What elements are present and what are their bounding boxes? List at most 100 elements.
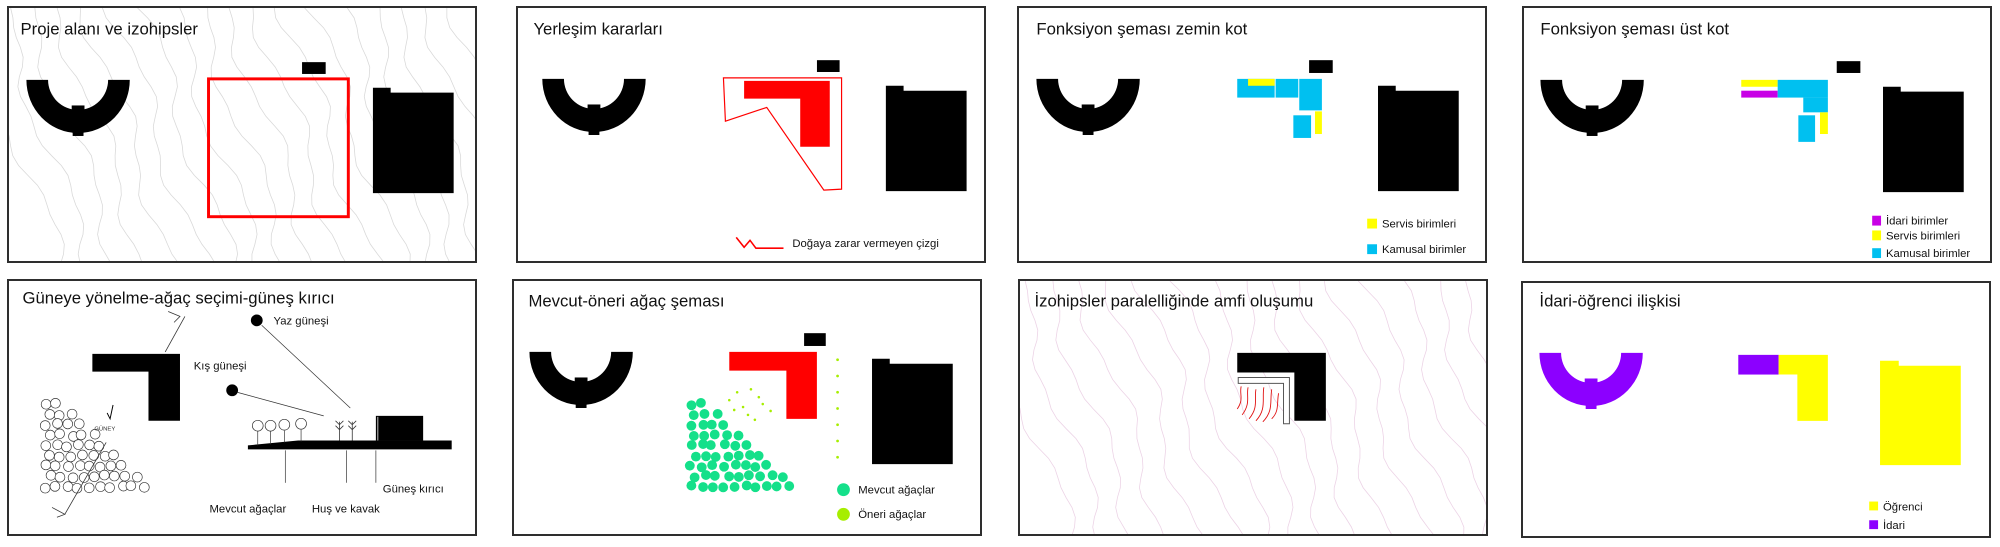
legend-label: Doğaya zarar vermeyen çizgi: [792, 238, 939, 250]
tree-mark: [44, 429, 56, 441]
proposed-tree-dot: [732, 408, 736, 412]
proposed-tree-dot: [753, 418, 757, 422]
tree-mark: [709, 470, 720, 481]
existing-block: [1378, 85, 1459, 192]
panel-admin-student: İdari-öğrenci ilişkisi Öğrenci İdari: [1521, 281, 1991, 538]
tree-mark: [761, 459, 772, 470]
panel-south-orientation: Güneye yönelme-ağaç seçimi-güneş kırıcı …: [7, 279, 477, 536]
tree-mark: [722, 430, 733, 441]
tree-mark: [696, 397, 706, 408]
tree-mark: [39, 420, 51, 431]
amphi-building: [542, 78, 646, 135]
diagram-project-area: Proje alanı ve izohipsler: [9, 8, 475, 261]
proposed-tree-dot: [836, 407, 839, 410]
tree-mark: [755, 471, 766, 482]
diagram-settlement: Yerleşim kararları Doğaya zarar vermeyen…: [533, 20, 967, 250]
legend-swatch-admin: [1869, 520, 1879, 530]
tree-mark: [718, 420, 729, 430]
tree-mark: [73, 439, 84, 450]
tree-mark: [710, 451, 721, 462]
tree-mark: [699, 408, 710, 419]
nature-friendly-line: [722, 77, 843, 191]
tree-mark: [686, 420, 697, 431]
diagram-amphi: İzohipsler paralelliğinde amfi oluşumu: [1020, 281, 1486, 534]
tree-mark: [115, 460, 127, 471]
tree-mark: [67, 472, 79, 484]
arrow-tick: [168, 311, 181, 323]
tree-mark: [53, 451, 65, 463]
small-building: [1836, 61, 1861, 73]
amphi-building: [1540, 79, 1644, 136]
contour-line: [207, 8, 280, 261]
legend-swatch-service: [1367, 218, 1378, 229]
tree-mark: [709, 429, 720, 440]
contour-line: [1020, 407, 1076, 534]
tree-mark: [745, 450, 755, 460]
admin-block: [1738, 354, 1779, 375]
contour-line: [1465, 281, 1486, 364]
tree-mark: [84, 439, 95, 451]
proposed-trees: [728, 358, 839, 459]
amphi-building: [1036, 78, 1140, 135]
contour-line: [1104, 281, 1203, 534]
proposed-tree-dot: [836, 390, 839, 394]
legend-swatch-student: [1869, 501, 1879, 511]
legend-label: Servis birimleri: [1886, 230, 1960, 242]
panel-function-upper: Fonksiyon şeması üst kot İdari birimler …: [1522, 6, 1992, 263]
tree-mark: [89, 428, 101, 440]
tree-mark: [52, 418, 63, 429]
tree-mark: [688, 431, 699, 441]
contour-line: [1024, 281, 1099, 534]
contour-line: [1246, 281, 1320, 534]
tree-mark: [63, 461, 74, 472]
tree-mark: [99, 469, 110, 481]
legend-swatch-public: [1872, 248, 1882, 259]
amphi-building-admin: [1539, 352, 1643, 410]
contour-line: [1323, 281, 1434, 534]
contour-lines: [1020, 281, 1486, 534]
tree-mark: [75, 460, 86, 471]
tree-mark: [39, 482, 51, 494]
tree-mark: [730, 440, 741, 451]
ground-section: [247, 440, 452, 450]
existing-trees-cluster: [684, 397, 795, 493]
panel-title: Proje alanı ve izohipsler: [21, 20, 199, 39]
winter-sun-ray: [236, 391, 324, 417]
contour-line: [252, 8, 346, 261]
legend-label: Öneri ağaçlar: [858, 509, 926, 521]
project-site-boundary: [207, 77, 350, 219]
tree-mark: [767, 470, 778, 481]
tree-mark: [125, 480, 137, 492]
panel-settlement-decisions: Yerleşim kararları Doğaya zarar vermeyen…: [516, 6, 986, 263]
proposed-tree-dot: [746, 413, 750, 417]
contour-line: [228, 8, 312, 261]
panel-tree-scheme: Mevcut-öneri ağaç şeması Mevcut ağaçlar …: [512, 279, 982, 536]
panel-title: Fonksiyon şeması üst kot: [1540, 20, 1729, 39]
tree-mark: [65, 451, 76, 463]
tree-mark: [706, 419, 717, 430]
contour-line: [1169, 281, 1271, 534]
tree-mark: [74, 418, 85, 430]
diagram-function-upper: Fonksiyon şeması üst kot İdari birimler …: [1540, 20, 1970, 260]
legend-label: Mevcut ağaçlar: [858, 485, 935, 497]
proposed-tree-dot: [735, 390, 739, 394]
small-building: [1309, 60, 1333, 73]
tree-mark: [88, 450, 100, 461]
tree-mark: [684, 460, 695, 471]
tree-mark: [707, 482, 718, 493]
tree-mark: [109, 470, 120, 482]
tree-mark: [724, 471, 735, 482]
check-icon: [106, 404, 114, 421]
contour-line: [304, 8, 411, 261]
contour-line: [56, 8, 142, 261]
panel-title: Güneye yönelme-ağaç seçimi-güneş kırıcı: [22, 289, 334, 308]
l-shaped-building: [1237, 352, 1326, 421]
proposed-tree-dot: [836, 455, 839, 459]
tree-mark: [696, 462, 707, 473]
tree-mark: [701, 451, 711, 462]
tree-mark: [62, 418, 74, 430]
tree-mark: [83, 482, 95, 494]
proposed-tree-dot: [836, 358, 839, 362]
tree-mark: [718, 482, 729, 493]
panel-title: İdari-öğrenci ilişkisi: [1539, 292, 1680, 311]
